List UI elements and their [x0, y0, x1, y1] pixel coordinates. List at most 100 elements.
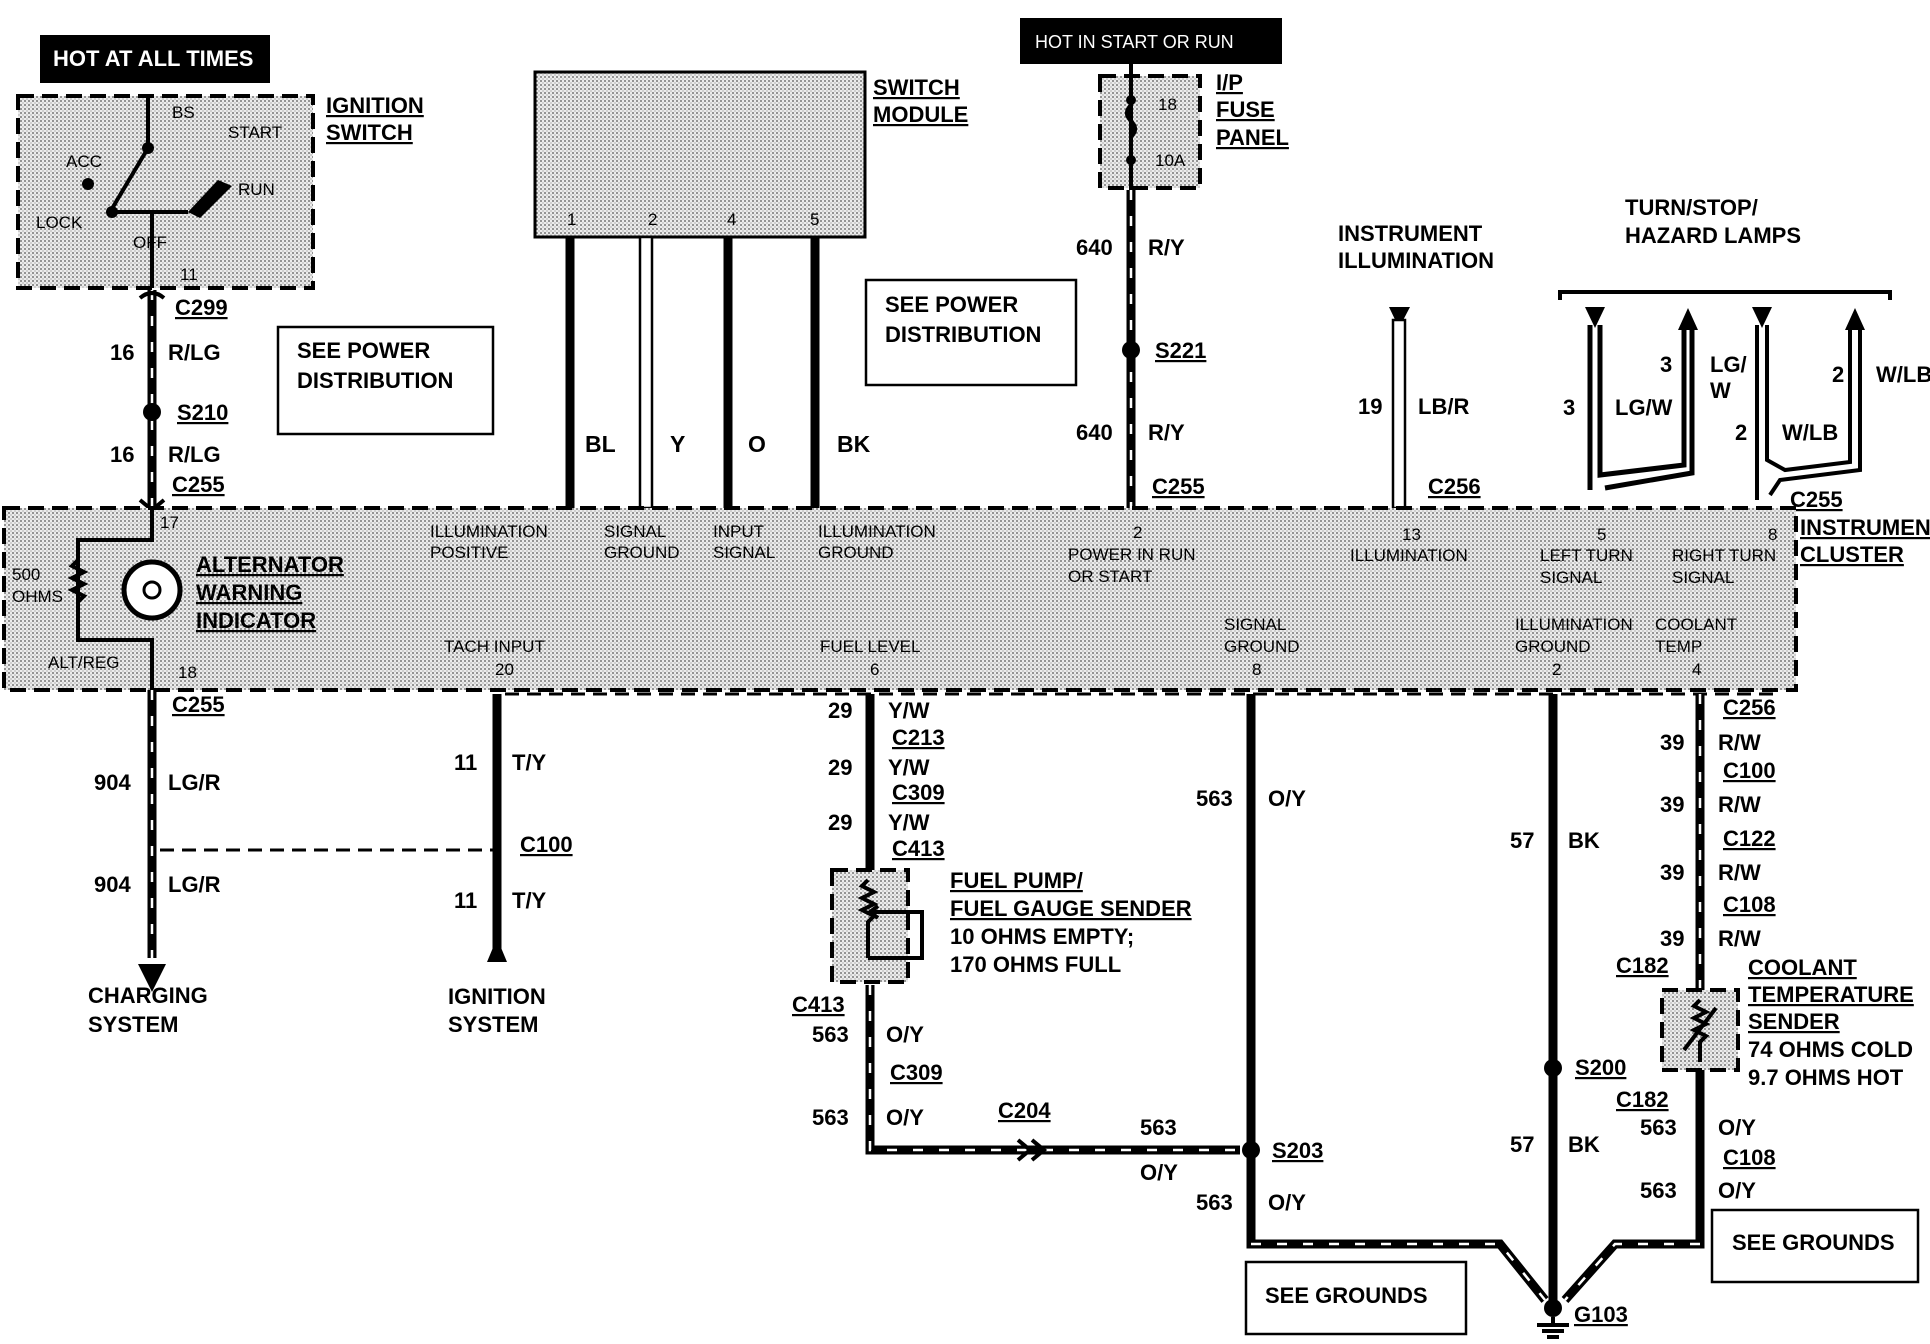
tach-pin: 20: [495, 660, 514, 679]
wire-16-num-a: 16: [110, 340, 134, 365]
c204-connector-icon: [1016, 1138, 1048, 1162]
fuse-title-2: FUSE: [1216, 97, 1275, 122]
illum-gnd-bot-1: ILLUMINATION: [1515, 615, 1633, 634]
illum-pin: 13: [1402, 525, 1421, 544]
sig-gnd-bot-pin: 8: [1252, 660, 1261, 679]
lt-arrow-down-icon: [1585, 307, 1605, 328]
illum-gnd-top-1: ILLUMINATION: [818, 522, 936, 541]
charging-dest-2: SYSTEM: [88, 1012, 178, 1037]
fuel-sender-spec-2: 170 OHMS FULL: [950, 952, 1121, 977]
hot-start-run-banner: [1020, 18, 1282, 64]
c299-label: C299: [175, 295, 228, 320]
wire-o-label: O: [748, 431, 766, 457]
wire-29-color-b: Y/W: [888, 755, 930, 780]
see-power-box-2: [864, 278, 1078, 387]
ign-acc-contact: [82, 178, 94, 190]
s221-splice-icon: [1122, 341, 1140, 359]
sig-gnd-top-1: SIGNAL: [604, 522, 666, 541]
instrument-cluster-box: [2, 506, 1798, 692]
fuel-pin: 6: [870, 660, 879, 679]
wire-39-num-a: 39: [1660, 730, 1684, 755]
c255-label-d: C255: [172, 692, 225, 717]
wire-16-color-a: R/LG: [168, 340, 221, 365]
tach-label: TACH INPUT: [444, 637, 545, 656]
coolant-sender-title-2: TEMPERATURE: [1748, 982, 1914, 1007]
see-power-1-line1: SEE POWER: [297, 338, 430, 363]
c309-label-a: C309: [892, 780, 945, 805]
coolant-pin: 4: [1692, 660, 1701, 679]
coolant-sender-spec-1: 74 OHMS COLD: [1748, 1037, 1913, 1062]
wire-39-num-b: 39: [1660, 792, 1684, 817]
s200-splice-icon: [1544, 1059, 1562, 1077]
wire-2-color-b: W/LB: [1876, 362, 1930, 387]
wire-3-color-a: LG/W: [1615, 395, 1673, 420]
hot-all-times-banner: [40, 35, 270, 83]
ign-run-label: RUN: [238, 180, 275, 199]
wire-3-num-a: 3: [1563, 395, 1575, 420]
wire-57-color-b: BK: [1568, 1132, 1600, 1157]
wire-39-color-b: R/W: [1718, 792, 1761, 817]
wire-640-num-b: 640: [1076, 420, 1113, 445]
coolant-label-1: COOLANT: [1655, 615, 1737, 634]
c309-label-b: C309: [890, 1060, 943, 1085]
alt-warn-1: ALTERNATOR: [196, 552, 344, 577]
sig-gnd-bot-2: GROUND: [1224, 637, 1300, 656]
s200-label: S200: [1575, 1055, 1626, 1080]
coolant-sender-title-3: SENDER: [1748, 1009, 1840, 1034]
wire-563-color-e: O/Y: [1268, 1190, 1306, 1215]
fuse-icon: [1125, 103, 1137, 139]
pwr-pin: 2: [1133, 523, 1142, 542]
wire-39-num-d: 39: [1660, 926, 1684, 951]
wire-57-color-a: BK: [1568, 828, 1600, 853]
c256-label-a: C256: [1428, 474, 1481, 499]
wire-904-color-a: LG/R: [168, 770, 221, 795]
switch-module-box: [533, 70, 867, 239]
wire-39-color-c: R/W: [1718, 860, 1761, 885]
hot-start-run-text: HOT IN START OR RUN: [1035, 32, 1234, 52]
wire-563-color-a: O/Y: [886, 1022, 924, 1047]
ign-pin-label: 11: [180, 265, 198, 284]
wire-19-color: LB/R: [1418, 394, 1469, 419]
sm-pin-2: 2: [648, 210, 657, 229]
wire-29-num-b: 29: [828, 755, 852, 780]
see-power-2-line1: SEE POWER: [885, 292, 1018, 317]
charging-arrow-icon: [138, 964, 166, 992]
pwr-label-2: OR START: [1068, 567, 1152, 586]
wire-39-color-a: R/W: [1718, 730, 1761, 755]
hot-all-times-text: HOT AT ALL TIMES: [53, 46, 253, 71]
coolant-sender-spec-2: 9.7 OHMS HOT: [1748, 1065, 1904, 1090]
fuel-sender-title-2: FUEL GAUGE SENDER: [950, 896, 1192, 921]
ignition-arrow-icon: [487, 938, 507, 962]
wire-563-color-f: O/Y: [1718, 1115, 1756, 1140]
rt-arrow-down-icon: [1752, 307, 1772, 328]
wire-29-num-c: 29: [828, 810, 852, 835]
wire-2-num-b: 2: [1832, 362, 1844, 387]
wire-904-color-b: LG/R: [168, 872, 221, 897]
lt-arrow-up-icon: [1678, 308, 1698, 330]
c108-label-b: C108: [1723, 1145, 1776, 1170]
turn-heading-1: TURN/STOP/: [1625, 195, 1758, 220]
resistor-icon: [67, 558, 89, 604]
wire-3-lgw: [1587, 325, 1695, 491]
ignition-switch-box: [16, 94, 315, 290]
alt-warn-3: INDICATOR: [196, 608, 316, 633]
turn-bracket: [1558, 290, 1892, 300]
see-power-box-1: [276, 325, 495, 436]
wire-11-num-b: 11: [454, 888, 477, 913]
wire-563-num-c: 563: [1140, 1115, 1177, 1140]
lt-label-1: LEFT TURN: [1540, 546, 1633, 565]
sm-pin-5: 5: [810, 210, 819, 229]
instr-illum-heading-1: INSTRUMENT: [1338, 221, 1483, 246]
c182-label-a: C182: [1616, 953, 1669, 978]
ignition-dest-2: SYSTEM: [448, 1012, 538, 1037]
lt-pin: 5: [1597, 525, 1606, 544]
ign-off-label: OFF: [133, 233, 167, 252]
wire-16-color-b: R/LG: [168, 442, 221, 467]
ign-acc-label: ACC: [66, 152, 102, 171]
g103-ground-node: [1544, 1299, 1562, 1317]
warning-lamp-icon: [121, 559, 183, 621]
c256-label-b: C256: [1723, 695, 1776, 720]
c255-label-a: C255: [172, 472, 225, 497]
